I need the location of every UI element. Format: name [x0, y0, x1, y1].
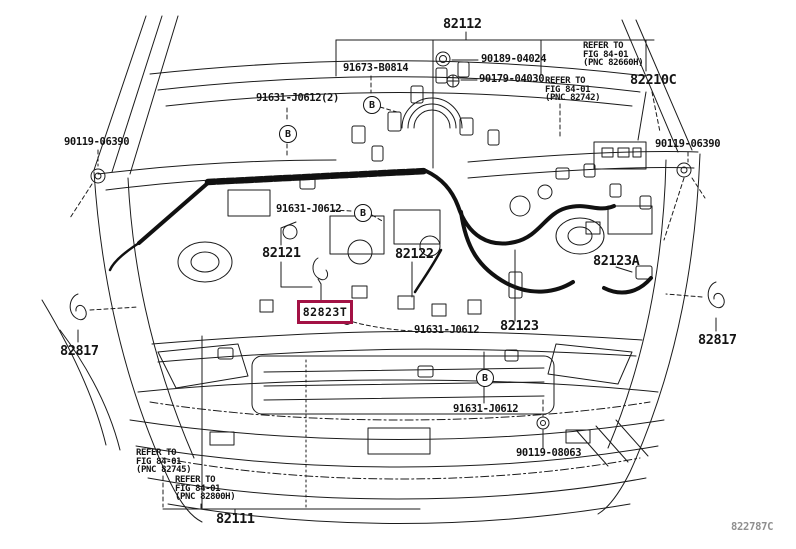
- refer-note-82742: REFER TO FIG 84-01 (PNC 82742): [545, 76, 601, 104]
- refer-note-line: FIG 84-01: [545, 84, 591, 95]
- clip-icon: [312, 257, 329, 285]
- refer-note-line: REFER TO: [545, 76, 586, 86]
- part-label-91673-B0814[interactable]: 91673-B0814: [343, 62, 409, 74]
- part-label-82122[interactable]: 82122: [395, 246, 434, 262]
- part-label-82123A[interactable]: 82123A: [593, 253, 640, 269]
- refer-note-82800H: REFER TO FIG 84-01 (PNC 82800H): [175, 475, 236, 503]
- part-label-91631-J0612-mid[interactable]: 91631-J0612: [276, 203, 342, 215]
- callout-b-icon: B: [476, 369, 494, 387]
- callout-b-icon: B: [363, 96, 381, 114]
- nut-icon: [435, 51, 451, 67]
- part-label-82123[interactable]: 82123: [500, 318, 539, 334]
- bolt-icon: [676, 162, 692, 178]
- refer-note-82745: REFER TO FIG 84-01 (PNC 82745): [136, 448, 192, 476]
- engine-components: [177, 97, 653, 317]
- dashdot-lines: [149, 359, 651, 508]
- part-label-90119-06390-left[interactable]: 90119-06390: [64, 136, 130, 148]
- part-label-82210C[interactable]: 82210C: [630, 72, 677, 88]
- wiring-harness: [108, 167, 653, 295]
- refer-note-line: REFER TO: [136, 448, 177, 458]
- part-label-90179-04030[interactable]: 90179-04030: [479, 73, 545, 85]
- fastener-icons: [69, 51, 725, 430]
- part-label-82121[interactable]: 82121: [262, 245, 301, 261]
- part-label-91631-J0612-bottom[interactable]: 91631-J0612: [453, 403, 519, 415]
- refer-note-line: (PNC 82660H): [583, 58, 644, 69]
- part-label-82111[interactable]: 82111: [216, 511, 255, 527]
- callout-b-icon: B: [354, 204, 372, 222]
- bolt-icon: [90, 168, 106, 184]
- refer-note-line: (PNC 82745): [136, 465, 192, 476]
- refer-note-line: REFER TO: [175, 475, 216, 485]
- clip-icon: [707, 281, 725, 309]
- refer-note-line: (PNC 82800H): [175, 492, 236, 503]
- leader-lines: [77, 31, 717, 515]
- part-label-82112[interactable]: 82112: [443, 16, 482, 32]
- part-label-82817-right[interactable]: 82817: [698, 332, 737, 348]
- bolt-icon: [446, 74, 460, 88]
- part-label-90119-06390-right[interactable]: 90119-06390: [655, 138, 721, 150]
- refer-note-line: FIG 84-01: [136, 456, 182, 467]
- figure-code: 822787C: [731, 521, 774, 533]
- dashed-leader-lines: [69, 75, 706, 509]
- callout-b-icon: B: [279, 125, 297, 143]
- refer-note-line: (PNC 82742): [545, 93, 601, 104]
- bolt-icon: [536, 416, 550, 430]
- front-end-details: [157, 343, 649, 467]
- part-label-91631-J0612-2[interactable]: 91631-J0612(2): [256, 92, 339, 104]
- connector-shapes: [217, 61, 653, 378]
- highlighted-part-82823T[interactable]: 82823T: [297, 300, 353, 324]
- refer-note-line: REFER TO: [583, 41, 624, 51]
- refer-note-line: FIG 84-01: [583, 49, 629, 60]
- refer-note-line: FIG 84-01: [175, 483, 221, 494]
- clip-icon: [69, 293, 87, 321]
- part-label-90119-08063[interactable]: 90119-08063: [516, 447, 582, 459]
- part-label-82817-left[interactable]: 82817: [60, 343, 99, 359]
- refer-note-82660H: REFER TO FIG 84-01 (PNC 82660H): [583, 41, 644, 69]
- part-label-91631-J0612-center[interactable]: 91631-J0612: [414, 324, 480, 336]
- part-label-90189-04024[interactable]: 90189-04024: [481, 53, 547, 65]
